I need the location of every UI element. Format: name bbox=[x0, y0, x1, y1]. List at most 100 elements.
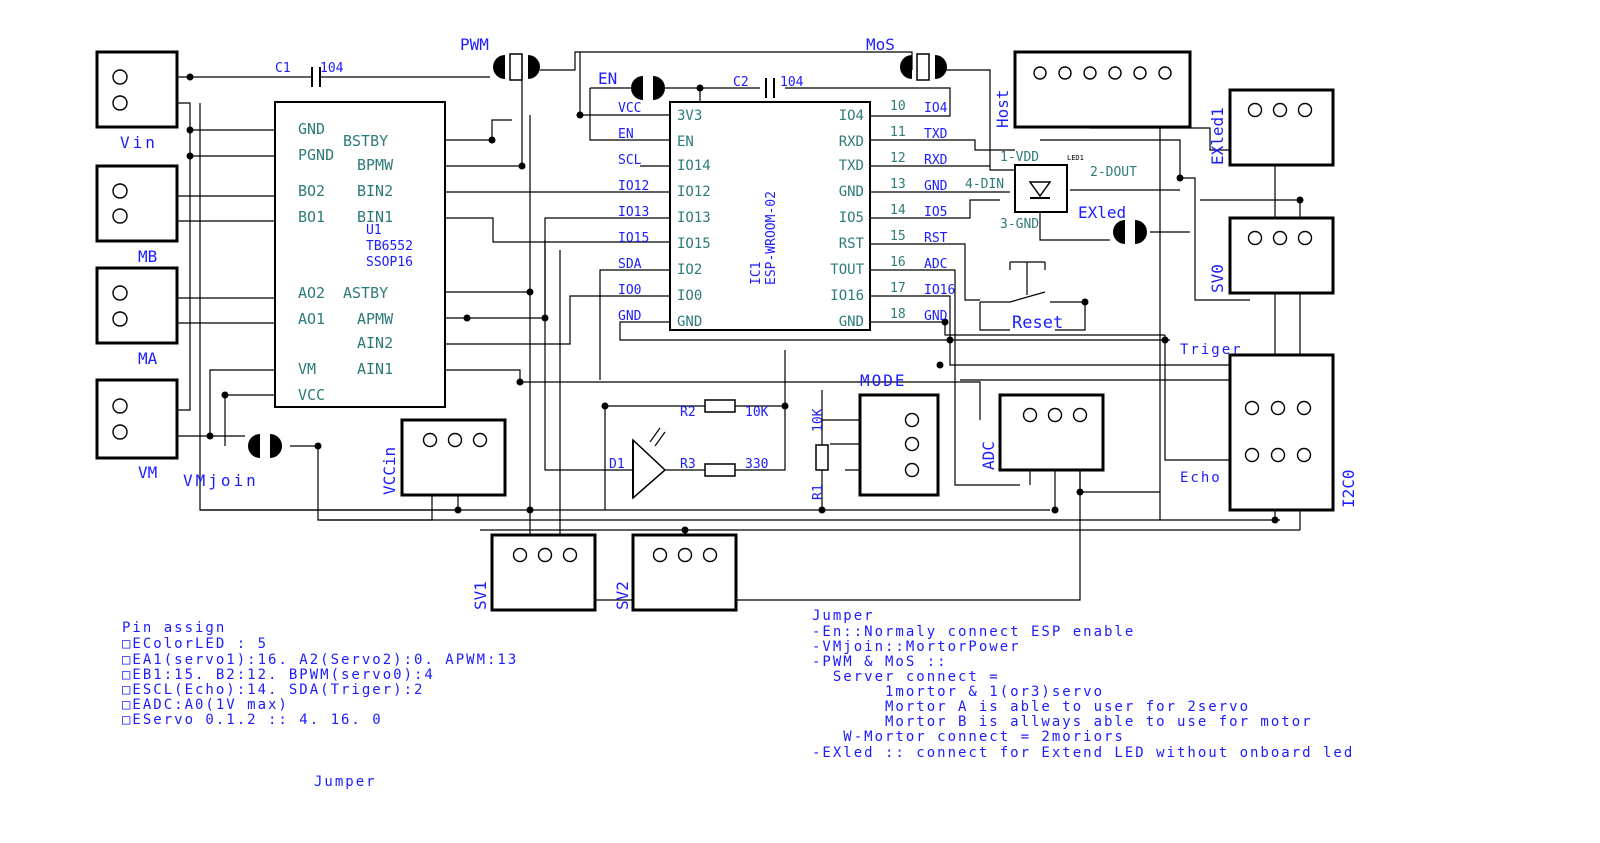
net-label-left: SCL bbox=[618, 153, 642, 168]
ic1-pin-io14: IO14 bbox=[677, 158, 711, 174]
diode-d1: D1 bbox=[609, 427, 667, 500]
connector-sv1: SV1 bbox=[471, 533, 597, 612]
exled1-label: EXled1 bbox=[1208, 107, 1227, 165]
ic1-pin-io5: IO5 bbox=[839, 210, 864, 226]
net-label-left: VCC bbox=[618, 101, 641, 116]
ic1-pin-io16: IO16 bbox=[830, 288, 864, 304]
ic1-pin-number: 18 bbox=[890, 307, 906, 322]
ic1-pin-number: 10 bbox=[890, 99, 906, 114]
ic1-pin-io12: IO12 bbox=[677, 184, 711, 200]
c1-ref: C1 bbox=[275, 61, 291, 76]
jumper-exled: EXled bbox=[1078, 203, 1147, 244]
c2-ref: C2 bbox=[733, 75, 749, 90]
net-label-right: TXD bbox=[924, 127, 948, 142]
ic1-pin-number: 15 bbox=[890, 229, 906, 244]
connector-adc: ADC bbox=[979, 393, 1105, 472]
net-label-left: SDA bbox=[618, 257, 642, 272]
connector-sv2: SV2 bbox=[613, 533, 738, 612]
ic1-pin-txd: TXD bbox=[839, 158, 864, 174]
connector-host: Host bbox=[993, 50, 1192, 129]
vccin-label: VCCin bbox=[380, 447, 399, 495]
connector-vccin: VCCin bbox=[380, 418, 507, 497]
jumper-note-line: -VMjoin::MortorPower bbox=[812, 639, 1021, 655]
net-label-right: ADC bbox=[924, 257, 947, 272]
sv0-label: SV0 bbox=[1208, 264, 1227, 293]
u1-pin-bstby: BSTBY bbox=[343, 132, 388, 150]
reset-switch: Reset bbox=[1012, 313, 1063, 333]
mb-label: MB bbox=[138, 247, 157, 266]
u1-pin-ao2: AO2 bbox=[298, 284, 325, 302]
u1-ref: U1 bbox=[366, 223, 382, 238]
led1-dout: 2-DOUT bbox=[1090, 165, 1137, 180]
net-label-right: RXD bbox=[924, 153, 948, 168]
connector-exled1: EXled1 bbox=[1208, 88, 1335, 167]
u1-part: TB6552 bbox=[366, 239, 413, 254]
ic1-part: ESP-WROOM-02 bbox=[764, 191, 779, 285]
u1-pin-bin1: BIN1 bbox=[357, 208, 393, 226]
host-label: Host bbox=[993, 89, 1012, 128]
jumper-en: EN bbox=[598, 69, 665, 100]
u1-package: SSOP16 bbox=[366, 255, 413, 270]
ic1-pin-io0: IO0 bbox=[677, 288, 702, 304]
jumper-pwm: PWM bbox=[460, 35, 540, 81]
jumper-mos: MoS bbox=[866, 35, 947, 81]
ic1-pin-gnd-right: GND bbox=[839, 314, 864, 330]
sv2-label: SV2 bbox=[613, 581, 632, 610]
r3-ref: R3 bbox=[680, 457, 696, 472]
jumper-vmjoin: VMjoin bbox=[183, 434, 282, 490]
ma-label: MA bbox=[138, 349, 158, 368]
led1-vdd: 1-VDD bbox=[1000, 150, 1039, 165]
reset-label: Reset bbox=[1012, 313, 1063, 333]
ic1-pin-number: 16 bbox=[890, 255, 906, 270]
ic1-pin-number: 14 bbox=[890, 203, 906, 218]
c2-value: 104 bbox=[780, 75, 804, 90]
connector-mode: MODE bbox=[858, 371, 940, 497]
ic1-pin-number: 17 bbox=[890, 281, 906, 296]
pin-assign-title: Pin assign bbox=[122, 620, 226, 636]
led1-ref: LED1 bbox=[1067, 154, 1084, 162]
jumper-note-line: -En::Normaly connect ESP enable bbox=[812, 624, 1135, 640]
adc-label: ADC bbox=[979, 441, 998, 470]
connector-i2c0: I2C0 bbox=[1228, 353, 1358, 512]
ic1-pin-number: 13 bbox=[890, 177, 906, 192]
u1-pin-ao1: AO1 bbox=[298, 310, 325, 328]
resistor-r2: R2 10K bbox=[680, 399, 769, 420]
capacitor-c2: C2 104 bbox=[733, 75, 804, 98]
r1-ref: R1 bbox=[811, 484, 826, 500]
ic1-pin-tout: TOUT bbox=[830, 262, 864, 278]
ic1-esp-module: 3V3 EN IO14 IO12 IO13 IO15 IO2 IO0 GND I… bbox=[618, 99, 955, 331]
net-label-right: IO5 bbox=[924, 205, 947, 220]
connector-vm: VM bbox=[95, 378, 179, 482]
ic1-pin-number: 12 bbox=[890, 151, 906, 166]
net-label-right: RST bbox=[924, 231, 948, 246]
net-label-right: GND bbox=[924, 179, 948, 194]
jumper-notes-title: Jumper bbox=[812, 608, 875, 624]
vmjoin-label: VMjoin bbox=[183, 471, 259, 490]
led1-rgb: LED1 1-VDD 2-DOUT 4-DIN 3-GND bbox=[965, 150, 1137, 232]
u1-pin-ain2: AIN2 bbox=[357, 334, 393, 352]
u1-pin-astby: ASTBY bbox=[343, 284, 388, 302]
net-label-left: GND bbox=[618, 309, 642, 324]
pin-assign-line: □EColorLED : 5 bbox=[122, 636, 268, 652]
net-label-right: GND bbox=[924, 309, 948, 324]
resistor-r3: R3 330 bbox=[680, 457, 768, 477]
net-label-left: IO12 bbox=[618, 179, 649, 194]
jumper-note-line: Server connect = bbox=[812, 669, 1000, 685]
net-label-right: IO4 bbox=[924, 101, 948, 116]
pin-assign-line: □EADC:A0(1V max) bbox=[122, 697, 289, 713]
jumper-note-line: -PWM & MoS :: bbox=[812, 654, 948, 670]
u1-pin-bin2: BIN2 bbox=[357, 182, 393, 200]
d1-ref: D1 bbox=[609, 457, 625, 472]
i2c0-label: I2C0 bbox=[1339, 469, 1358, 508]
ic1-ref: IC1 bbox=[749, 262, 764, 285]
jumper-notes: Jumper -En::Normaly connect ESP enable -… bbox=[812, 608, 1352, 761]
led1-din: 4-DIN bbox=[965, 177, 1004, 192]
r1-value: 10K bbox=[811, 408, 826, 432]
net-label-right: IO16 bbox=[924, 283, 955, 298]
mode-label: MODE bbox=[860, 371, 907, 390]
u1-pin-gnd: GND bbox=[298, 120, 325, 138]
pin-assign-line: □ESCL(Echo):14. SDA(Triger):2 bbox=[122, 682, 424, 698]
